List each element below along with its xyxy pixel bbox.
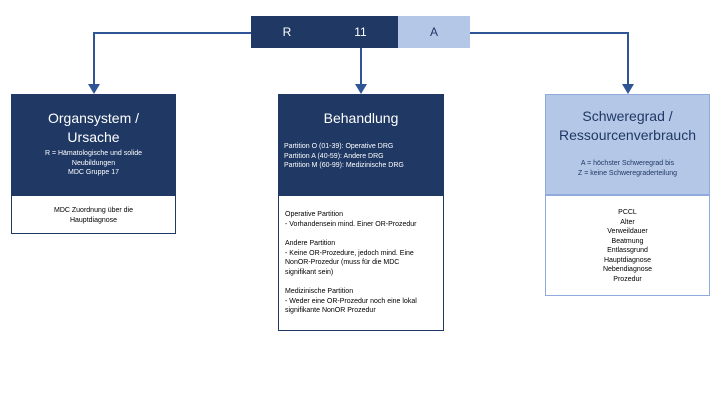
partition-andere-line3: signifikant sein) xyxy=(285,268,334,276)
partition-medizinisch-line1: - Weder eine OR-Prozedur noch eine lokal xyxy=(285,297,417,305)
criterion-nebendiagnose: Nebendiagnose xyxy=(602,266,653,273)
organsystem-desc-2: Neubildungen xyxy=(71,159,116,167)
connector-middle-vertical xyxy=(360,48,362,87)
partition-operative-line1: - Vorhandensein mind. Einer OR-Prozedur xyxy=(285,220,417,228)
connector-left-vertical xyxy=(93,32,95,87)
partition-medizinisch-line2: signifikante NonOR Prozedur xyxy=(285,307,376,314)
arrowhead-middle xyxy=(355,84,367,94)
code-segment-severity: A xyxy=(398,16,470,48)
connector-left-horizontal xyxy=(93,32,251,34)
schweregrad-desc-2: Z = keine Schweregraderteilung xyxy=(577,169,678,177)
schweregrad-title-line1: Schweregrad / xyxy=(582,108,673,124)
code-segment-partition: 11 xyxy=(323,16,398,48)
arrowhead-left xyxy=(88,84,100,94)
behandlung-desc-2: Partition A (40-59): Andere DRG xyxy=(284,152,384,160)
organsystem-detail-box: MDC Zuordnung über die Hauptdiagnose xyxy=(11,195,176,234)
behandlung-detail-box: Operative Partition - Vorhandensein mind… xyxy=(278,195,444,331)
organsystem-desc-3: MDC Gruppe 17 xyxy=(68,169,119,176)
code-letter-a: A xyxy=(429,25,438,39)
code-segment-mdc: R xyxy=(251,16,323,48)
behandlung-desc-1: Partition O (01-39): Operative DRG xyxy=(284,143,394,150)
schweregrad-title-line2: Ressourcenverbrauch xyxy=(559,127,696,143)
schweregrad-detail-box: PCCL Alter Verweildauer Beatmung Entlass… xyxy=(545,195,710,296)
partition-andere-line1: - Keine OR-Prozedure, jedoch mind. Eine xyxy=(285,249,414,257)
schweregrad-header: Schweregrad / Ressourcenverbrauch A = hö… xyxy=(545,94,710,195)
partition-operative-heading: Operative Partition xyxy=(285,211,343,218)
organsystem-desc-1: R = Hämatologische und solide xyxy=(44,150,143,157)
schweregrad-desc-1: A = höchster Schweregrad bis xyxy=(580,160,675,167)
criterion-beatmung: Beatmung xyxy=(611,237,644,245)
criterion-entlassgrund: Entlassgrund xyxy=(607,247,648,254)
criterion-pccl: PCCL xyxy=(618,209,637,216)
code-number-11: 11 xyxy=(354,25,367,39)
behandlung-title: Behandlung xyxy=(323,110,399,126)
behandlung-desc-3: Partition M (60-99): Medizinische DRG xyxy=(284,162,404,169)
organsystem-header: Organsystem / Ursache R = Hämatologische… xyxy=(11,94,176,195)
criterion-prozedur: Prozedur xyxy=(613,275,642,283)
organsystem-title-line2: Ursache xyxy=(67,129,120,145)
organsystem-detail-line1: MDC Zuordnung über die xyxy=(54,207,133,214)
criterion-verweildauer: Verweildauer xyxy=(607,228,648,235)
organsystem-detail-line2: Hauptdiagnose xyxy=(69,216,118,224)
arrowhead-right xyxy=(622,84,634,94)
behandlung-header: Behandlung Partition O (01-39): Operativ… xyxy=(278,94,444,195)
connector-right-vertical xyxy=(627,32,629,87)
criterion-alter: Alter xyxy=(620,218,635,226)
code-letter-r: R xyxy=(282,25,292,39)
criterion-hauptdiagnose: Hauptdiagnose xyxy=(603,256,652,264)
partition-medizinisch-heading: Medizinische Partition xyxy=(285,288,354,295)
organsystem-title-line1: Organsystem / xyxy=(47,110,140,126)
partition-andere-heading: Andere Partition xyxy=(285,240,336,247)
connector-right-horizontal xyxy=(470,32,628,34)
partition-andere-line2: NonOR-Prozedur (muss für die MDC xyxy=(285,259,400,266)
